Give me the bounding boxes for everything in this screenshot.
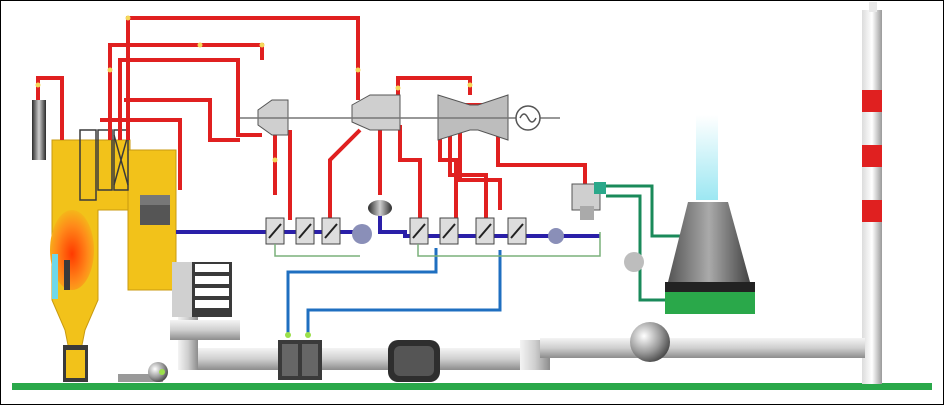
deaerator	[368, 200, 392, 216]
condensate-pump	[548, 228, 564, 244]
steam-drum	[32, 100, 46, 160]
blower-icon	[118, 362, 168, 382]
air-preheater	[172, 262, 232, 317]
feed-pump	[352, 224, 372, 244]
scrubber-unit	[388, 340, 440, 382]
filter-unit	[278, 340, 322, 380]
turbine-icon	[240, 94, 560, 141]
ground-line	[12, 383, 932, 390]
feedwater-line	[176, 212, 600, 238]
generator-icon	[515, 105, 541, 131]
steam-junctions	[35, 15, 473, 163]
condenser-icon	[571, 182, 606, 220]
junction-dot	[305, 332, 311, 338]
junction-dot	[285, 332, 291, 338]
boiler-icon	[50, 139, 177, 382]
flue-gas-duct	[170, 300, 865, 370]
cooling-tower-icon	[665, 115, 755, 314]
fan-sphere	[630, 322, 670, 362]
condensate-lines	[286, 248, 502, 335]
chimney-icon	[862, 2, 882, 384]
cooling-water-lines	[606, 184, 682, 302]
drain-lines	[274, 232, 601, 257]
boiler-tubes	[79, 129, 129, 201]
cooling-pump	[624, 252, 644, 272]
